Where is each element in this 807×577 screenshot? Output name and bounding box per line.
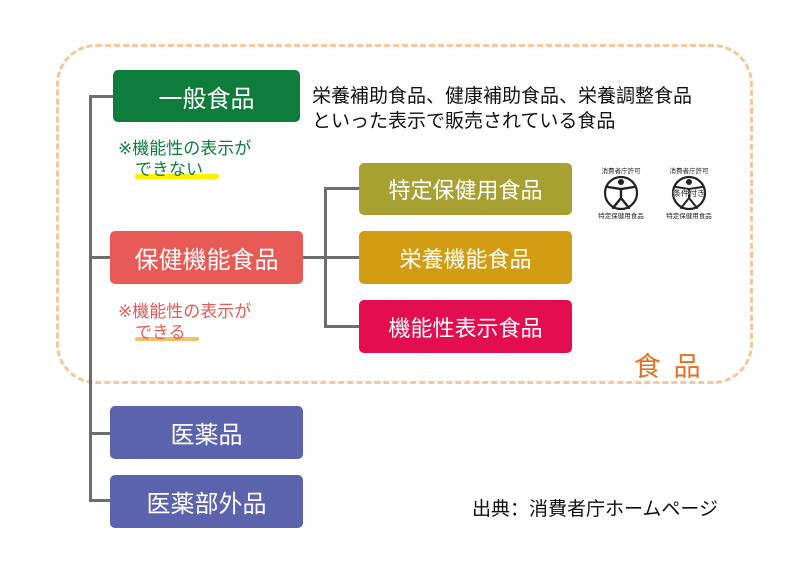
note-general-line1: ※機能性の表示が <box>118 139 252 159</box>
note-health-line1: ※機能性の表示が <box>118 302 252 322</box>
note-health-line2: できる <box>135 323 186 343</box>
mark2-text-top: 消費者庁許可 <box>670 166 710 175</box>
note-general-highlight <box>135 174 219 179</box>
source-citation: 出典：消費者庁ホームページ <box>472 498 719 520</box>
conditional-specified-health-food-mark-icon: 消費者庁許可 条件付き 特定保健用食品 <box>664 165 714 220</box>
specified-health-food-box: 特定保健用食品 <box>359 163 572 215</box>
branch-function <box>324 325 360 328</box>
branch-health <box>89 256 111 259</box>
food-region-label: 食 品 <box>634 352 703 383</box>
main-vertical-line <box>89 95 92 501</box>
branch-health-to-sub <box>301 256 326 259</box>
branch-nutrient <box>324 256 360 259</box>
branch-specified <box>324 187 360 190</box>
function-claim-food-box: 機能性表示食品 <box>359 300 572 353</box>
general-food-description-line1: 栄養補助食品、健康補助食品、栄養調整食品 <box>312 85 693 107</box>
general-food-box: 一般食品 <box>113 70 300 122</box>
note-general-line2: できない <box>135 160 203 180</box>
specified-health-food-mark-icon: 消費者庁許可 特定保健用食品 <box>596 165 646 220</box>
mark1-text-top: 消費者庁許可 <box>602 166 642 175</box>
branch-general <box>89 95 113 98</box>
branch-quasi-drug <box>89 499 111 502</box>
note-health-highlight <box>135 337 199 341</box>
general-food-description-line2: といった表示で販売されている食品 <box>312 110 616 132</box>
nutrient-function-food-box: 栄養機能食品 <box>359 231 572 284</box>
branch-drug <box>89 432 111 435</box>
food-region <box>56 44 753 384</box>
quasi-drug-box: 医薬部外品 <box>110 475 303 528</box>
mark2-text-bottom: 特定保健用食品 <box>666 211 712 220</box>
mark2-text-center: 条件付き <box>673 188 705 198</box>
mark1-text-bottom: 特定保健用食品 <box>598 211 644 220</box>
drug-box: 医薬品 <box>110 406 303 459</box>
health-food-box: 保健機能食品 <box>110 231 303 284</box>
